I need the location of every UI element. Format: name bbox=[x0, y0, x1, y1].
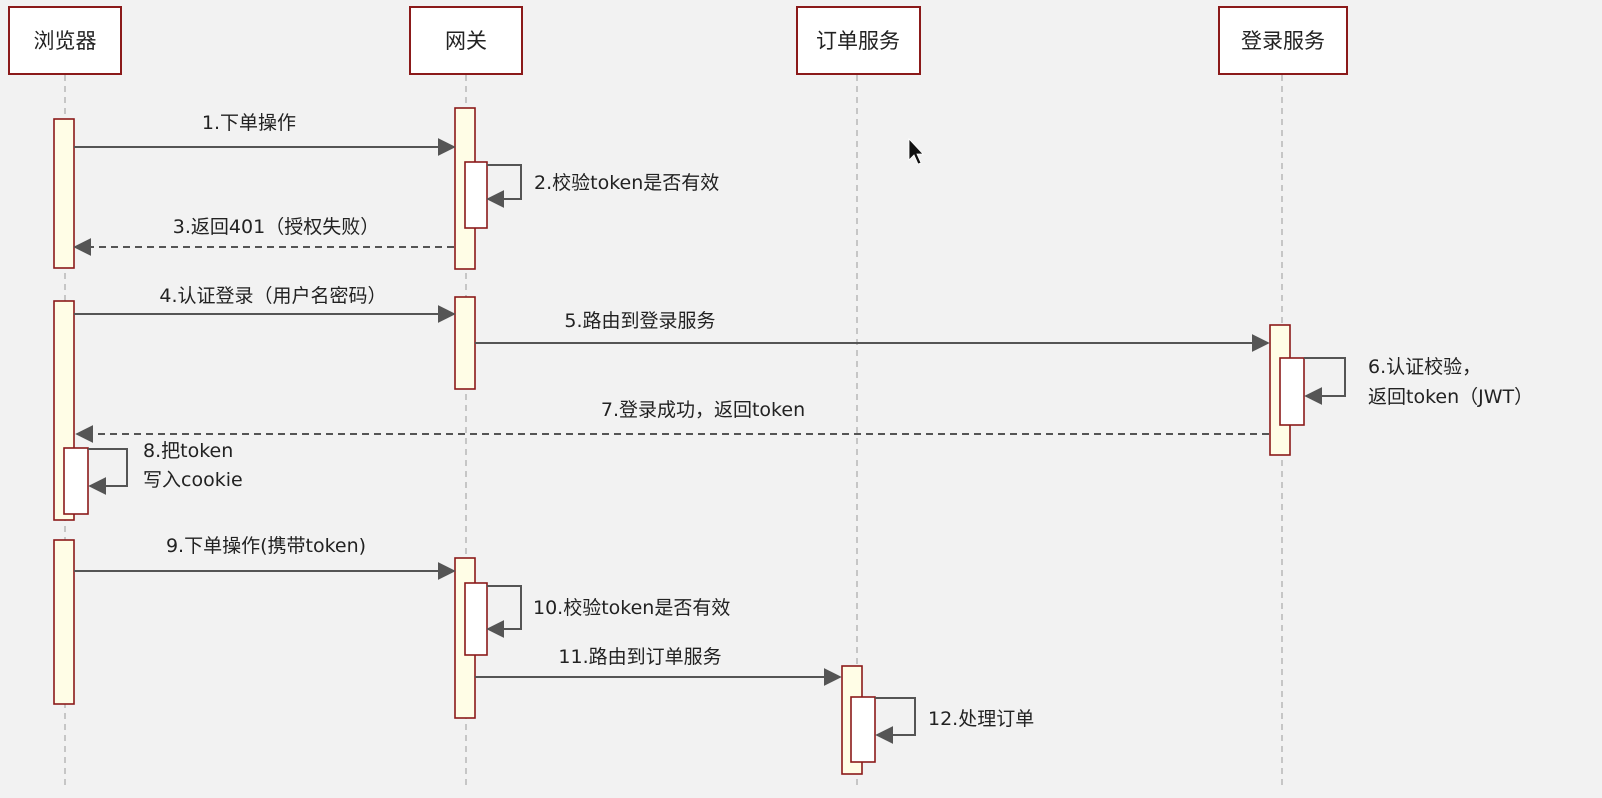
message-5: 5.路由到登录服务 bbox=[475, 310, 1270, 352]
message-10-label: 10.校验token是否有效 bbox=[533, 597, 730, 619]
message-4: 4.认证登录（用户名密码） bbox=[74, 285, 456, 323]
actor-login-service-label: 登录服务 bbox=[1241, 29, 1325, 53]
message-5-label: 5.路由到登录服务 bbox=[564, 310, 715, 332]
message-4-label: 4.认证登录（用户名密码） bbox=[159, 285, 386, 307]
activation-login-service-self bbox=[1279, 357, 1305, 426]
message-2: 2.校验token是否有效 bbox=[486, 164, 719, 208]
message-1-label: 1.下单操作 bbox=[202, 112, 296, 134]
activation-browser-1 bbox=[53, 118, 75, 269]
message-9: 9.下单操作(携带token) bbox=[74, 535, 456, 580]
message-3: 3.返回401（授权失败） bbox=[73, 216, 454, 256]
activation-browser-3 bbox=[53, 539, 75, 705]
activation-gateway-2 bbox=[454, 296, 476, 390]
activation-browser-self bbox=[63, 447, 89, 515]
activation-gateway-self-2 bbox=[464, 582, 488, 656]
message-8-label-line-2: 写入cookie bbox=[143, 469, 243, 491]
actor-order-service-label: 订单服务 bbox=[816, 29, 900, 53]
message-10: 10.校验token是否有效 bbox=[486, 585, 730, 638]
actor-order-service: 订单服务 bbox=[796, 6, 921, 75]
message-3-label: 3.返回401（授权失败） bbox=[173, 216, 379, 238]
message-12-label: 12.处理订单 bbox=[928, 708, 1034, 730]
actor-browser-label: 浏览器 bbox=[34, 29, 97, 53]
message-12-arrow bbox=[875, 697, 916, 744]
message-12: 12.处理订单 bbox=[875, 697, 1034, 744]
message-11-label: 11.路由到订单服务 bbox=[558, 646, 721, 668]
actor-browser: 浏览器 bbox=[8, 6, 122, 75]
message-6-label-line-1: 6.认证校验， bbox=[1368, 356, 1481, 378]
message-2-label: 2.校验token是否有效 bbox=[534, 172, 719, 194]
message-1: 1.下单操作 bbox=[74, 112, 456, 156]
message-8-arrow bbox=[88, 448, 128, 495]
mouse-cursor-icon bbox=[908, 137, 924, 165]
message-10-arrow bbox=[486, 585, 522, 638]
message-6-arrow bbox=[1304, 357, 1346, 405]
message-9-label: 9.下单操作(携带token) bbox=[166, 535, 366, 557]
activation-order-service-self bbox=[850, 696, 876, 763]
message-7-label: 7.登录成功，返回token bbox=[601, 399, 805, 421]
message-2-arrow bbox=[486, 164, 522, 208]
message-6-label-line-2: 返回token（JWT） bbox=[1368, 386, 1533, 408]
activation-gateway-self-1 bbox=[464, 161, 488, 229]
message-6: 6.认证校验， 返回token（JWT） bbox=[1304, 356, 1533, 408]
message-7: 7.登录成功，返回token bbox=[75, 399, 1269, 443]
actor-gateway: 网关 bbox=[409, 6, 523, 75]
actor-gateway-label: 网关 bbox=[445, 29, 487, 53]
message-11: 11.路由到订单服务 bbox=[475, 646, 842, 686]
message-8: 8.把token 写入cookie bbox=[88, 440, 243, 495]
message-8-label-line-1: 8.把token bbox=[143, 440, 233, 462]
actor-login-service: 登录服务 bbox=[1218, 6, 1348, 75]
